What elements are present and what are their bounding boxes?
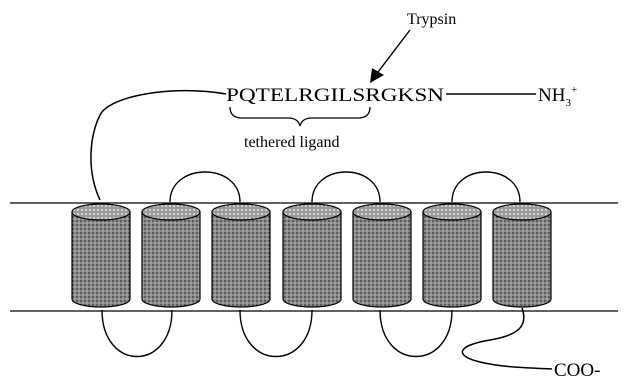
trypsin-arrowhead xyxy=(370,68,384,83)
c-terminus-label: COO- xyxy=(554,360,600,377)
intracellular-loop xyxy=(240,310,312,357)
trypsin-label: Trypsin xyxy=(407,11,456,28)
tethered-ligand-label: tethered ligand xyxy=(244,134,340,151)
transmembrane-helix-6 xyxy=(423,204,481,307)
transmembrane-helix-2 xyxy=(142,204,200,307)
n-terminal-tail xyxy=(91,91,226,200)
intracellular-loop xyxy=(102,310,172,357)
intracellular-loop xyxy=(380,310,452,357)
transmembrane-helix-5 xyxy=(353,204,411,307)
extracellular-loop xyxy=(170,172,240,202)
extracellular-loop xyxy=(312,172,380,202)
tethered-ligand-brace xyxy=(230,107,370,126)
transmembrane-helix-1 xyxy=(72,204,130,307)
transmembrane-helix-7 xyxy=(493,204,551,307)
trypsin-arrow-line xyxy=(378,30,410,72)
transmembrane-helix-4 xyxy=(283,204,341,307)
n-terminus-label: NH3+ xyxy=(538,84,577,109)
peptide-sequence: PQTELRGILSRGKSN xyxy=(226,85,444,106)
c-terminal-tail xyxy=(462,308,552,369)
extracellular-loop xyxy=(452,172,520,202)
transmembrane-helix-3 xyxy=(212,204,270,307)
